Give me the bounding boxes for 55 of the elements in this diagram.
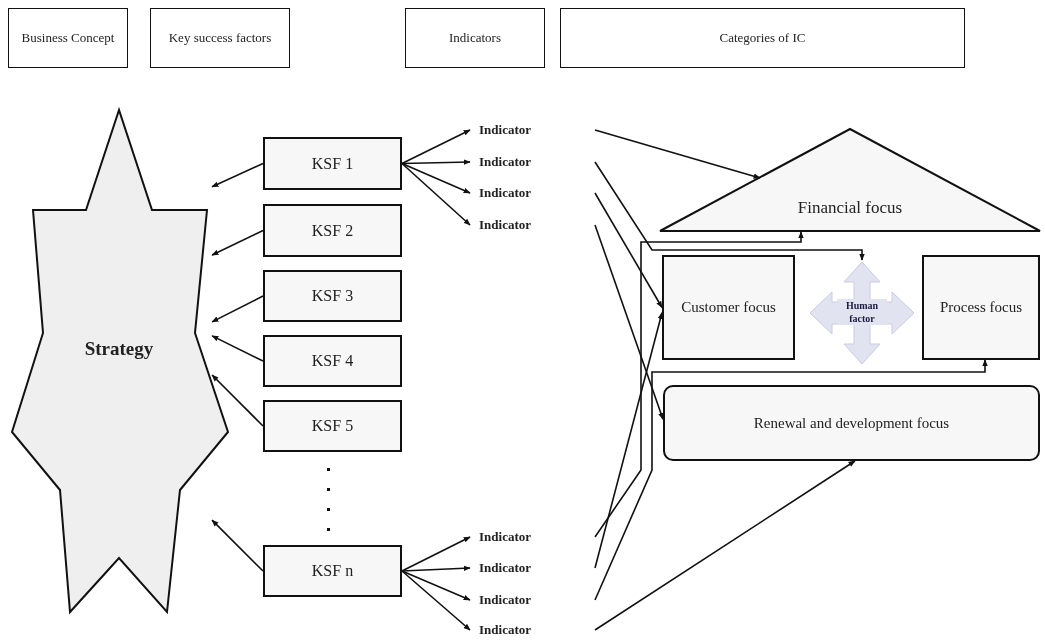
ksf-box <box>263 137 402 190</box>
arrow <box>594 311 664 569</box>
arrow <box>594 161 865 261</box>
arrow <box>211 295 264 323</box>
ksf-box <box>263 545 402 597</box>
arrow <box>211 519 264 572</box>
arrow <box>401 162 471 226</box>
indicator-label: Indicator <box>479 154 531 170</box>
arrow <box>211 335 264 362</box>
header-label: Categories of IC <box>719 29 806 47</box>
ksf-box <box>263 400 402 452</box>
arrow <box>401 570 471 631</box>
indicator-label: Indicator <box>479 185 531 201</box>
arrow <box>401 536 471 572</box>
indicator-label: Indicator <box>479 217 531 233</box>
indicator-label: Indicator <box>479 529 531 545</box>
arrow <box>401 162 471 194</box>
ksf-box <box>263 270 402 322</box>
ksf-label: KSF 2 <box>311 221 354 240</box>
header-label: Business Concept <box>21 29 115 47</box>
ksf-box <box>263 204 402 257</box>
focus-box <box>922 255 1040 360</box>
ksf-label: KSF 4 <box>311 352 354 370</box>
arrow <box>211 229 264 256</box>
arrow <box>594 224 664 420</box>
arrow <box>594 460 856 631</box>
arrow <box>211 374 264 427</box>
arrow <box>211 162 264 188</box>
indicator-label: Indicator <box>479 560 531 576</box>
ksf-label: KSF 3 <box>311 287 354 305</box>
ksf-label: KSF 5 <box>311 417 354 435</box>
arrow <box>594 359 988 601</box>
arrow <box>401 565 471 572</box>
header-label: Key success factors <box>168 29 272 47</box>
header-box <box>150 8 290 68</box>
shape-label: Human factor <box>837 299 887 325</box>
rounded-box <box>663 385 1040 461</box>
ksf-box <box>263 335 402 387</box>
header-box <box>8 8 128 68</box>
focus-box <box>662 255 795 360</box>
header-box <box>405 8 545 68</box>
arrow <box>594 129 761 179</box>
indicator-label: Indicator <box>479 122 531 138</box>
arrow <box>594 231 804 538</box>
header-box <box>560 8 965 68</box>
ksf-label: KSF 1 <box>311 154 354 173</box>
strategy-label: Strategy <box>84 338 154 360</box>
header-label: Indicators <box>449 29 501 47</box>
arrow <box>401 570 471 601</box>
arrow <box>401 129 471 165</box>
ksf-label: KSF n <box>311 562 354 580</box>
indicator-label: Indicator <box>479 592 531 608</box>
arrow <box>401 159 471 165</box>
indicator-label: Indicator <box>479 622 531 638</box>
arrow <box>594 192 663 309</box>
